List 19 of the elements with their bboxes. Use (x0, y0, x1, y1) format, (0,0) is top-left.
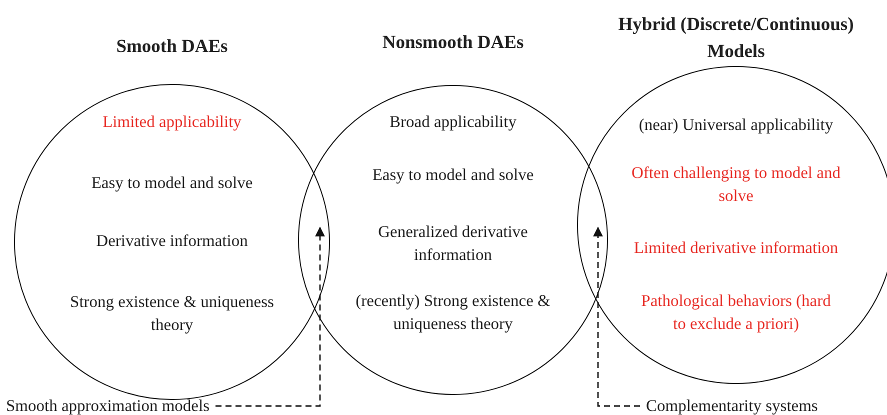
property-text: Often challenging to model and solve (630, 162, 842, 207)
leader-line (593, 226, 640, 407)
property-text: Broad applicability (388, 111, 518, 133)
property-text: (near) Universal applicability (638, 114, 834, 136)
property-text: Derivative information (95, 230, 249, 252)
property-text: Generalized derivative information (377, 221, 529, 266)
property-text: Easy to model and solve (371, 164, 535, 186)
property-text: Strong existence & uniqueness theory (69, 291, 275, 336)
set-heading: Smooth DAEs (115, 36, 229, 59)
property-text: Easy to model and solve (90, 172, 254, 194)
leader-text: Smooth approximation models (6, 397, 210, 415)
leader-text: Complementarity systems (646, 397, 818, 415)
property-text: (recently) Strong existence & uniqueness theory (354, 290, 552, 335)
set-heading: Nonsmooth DAEs (381, 32, 525, 55)
property-text: Limited derivative information (632, 237, 840, 259)
set-heading: Hybrid (Discrete/Continuous) Models (617, 14, 855, 64)
property-text: Limited applicability (102, 111, 242, 133)
leader-line (216, 226, 325, 407)
property-text: Pathological behaviors (hard to exclude a priori) (641, 290, 831, 335)
